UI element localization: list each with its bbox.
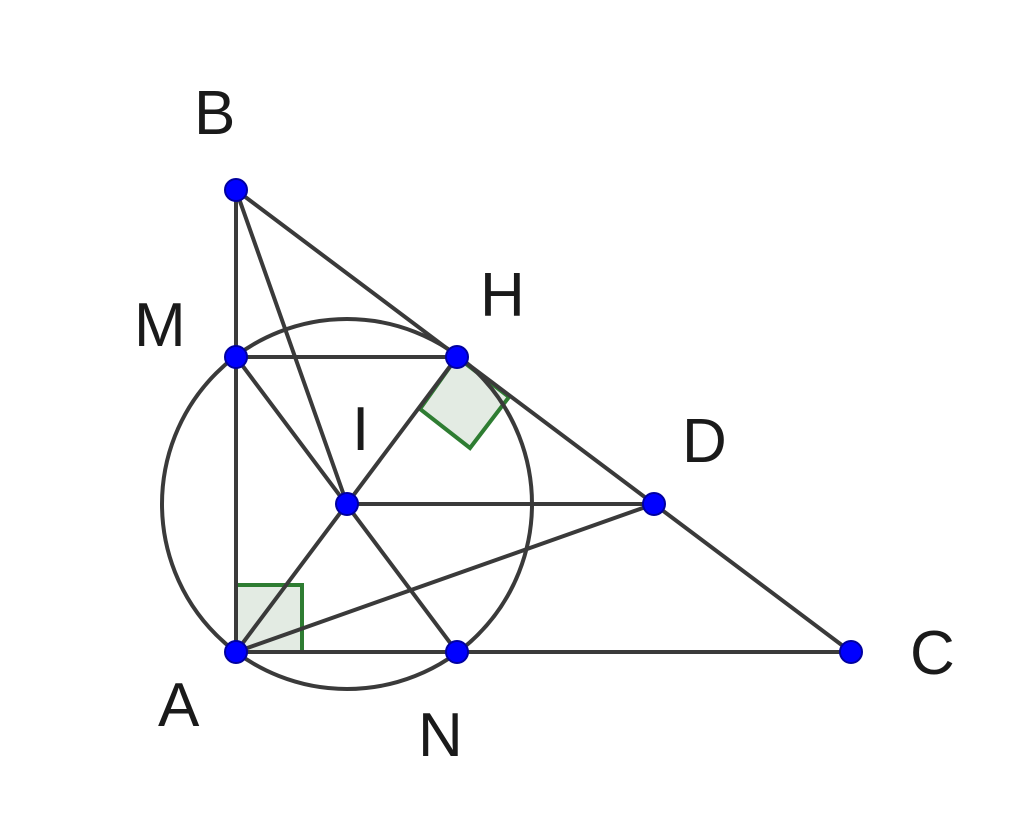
point-M bbox=[224, 345, 248, 369]
segment-BI bbox=[234, 188, 349, 506]
label-M: M bbox=[134, 291, 186, 360]
point-A bbox=[224, 640, 248, 664]
point-B bbox=[224, 178, 248, 202]
label-C: C bbox=[910, 619, 955, 688]
label-A: A bbox=[158, 671, 200, 740]
label-N: N bbox=[418, 701, 463, 770]
point-H bbox=[445, 345, 469, 369]
label-I: I bbox=[352, 395, 369, 464]
label-B: B bbox=[194, 79, 235, 148]
point-I bbox=[335, 492, 359, 516]
segment-AD bbox=[234, 502, 656, 654]
point-D bbox=[642, 492, 666, 516]
label-H: H bbox=[480, 261, 525, 330]
label-D: D bbox=[682, 407, 727, 476]
right-angle-mark-H bbox=[417, 354, 512, 451]
point-N bbox=[445, 640, 469, 664]
point-C bbox=[839, 640, 863, 664]
segment-BC bbox=[234, 188, 853, 654]
